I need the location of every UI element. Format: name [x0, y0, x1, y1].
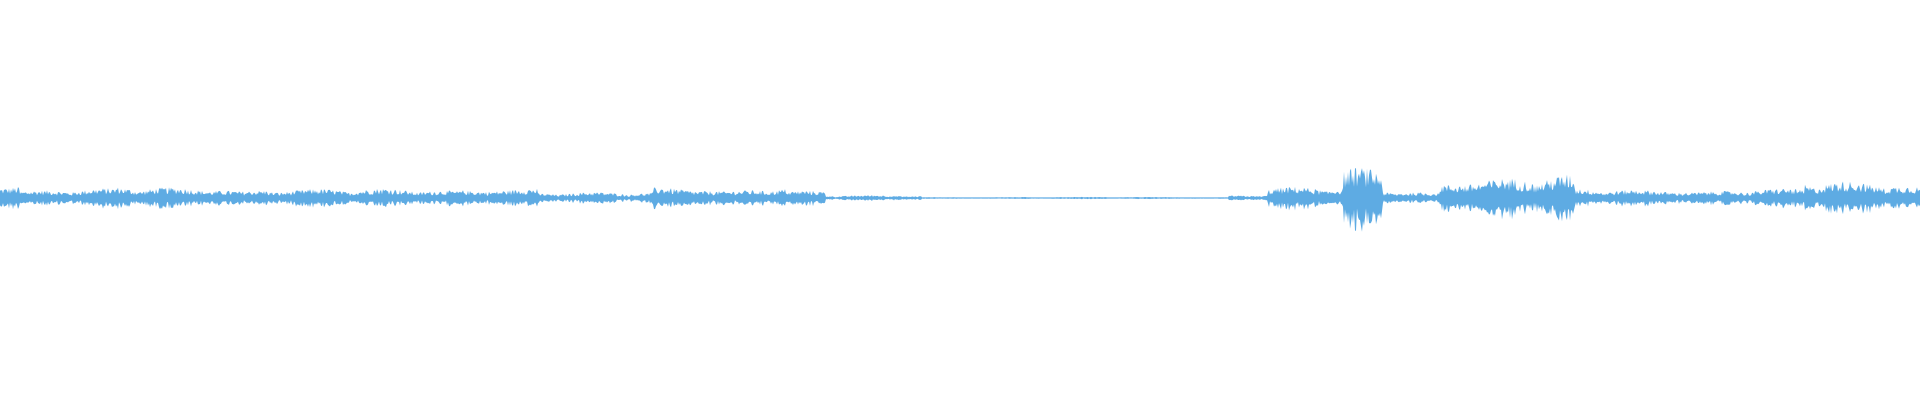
waveform-path [0, 168, 1920, 232]
